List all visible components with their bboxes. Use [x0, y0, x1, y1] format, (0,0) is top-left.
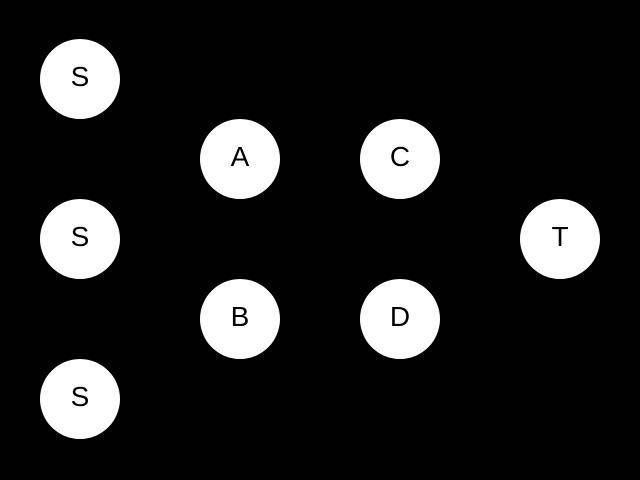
- node-label: B: [230, 301, 250, 332]
- graph-node-s-top: S: [40, 39, 120, 119]
- node-label: D: [389, 301, 411, 332]
- node-label: S: [70, 381, 90, 412]
- graph-node-b: B: [200, 279, 280, 359]
- graph-node-c: C: [360, 119, 440, 199]
- graph-node-d: D: [360, 279, 440, 359]
- graph-node-t: T: [520, 199, 600, 279]
- node-label: S: [70, 61, 90, 92]
- graph-node-a: A: [200, 119, 280, 199]
- node-label: T: [551, 221, 569, 252]
- graph-node-s-middle: S: [40, 199, 120, 279]
- node-label: C: [389, 141, 411, 172]
- node-label: A: [230, 141, 250, 172]
- node-label: S: [70, 221, 90, 252]
- graph-node-s-bottom: S: [40, 359, 120, 439]
